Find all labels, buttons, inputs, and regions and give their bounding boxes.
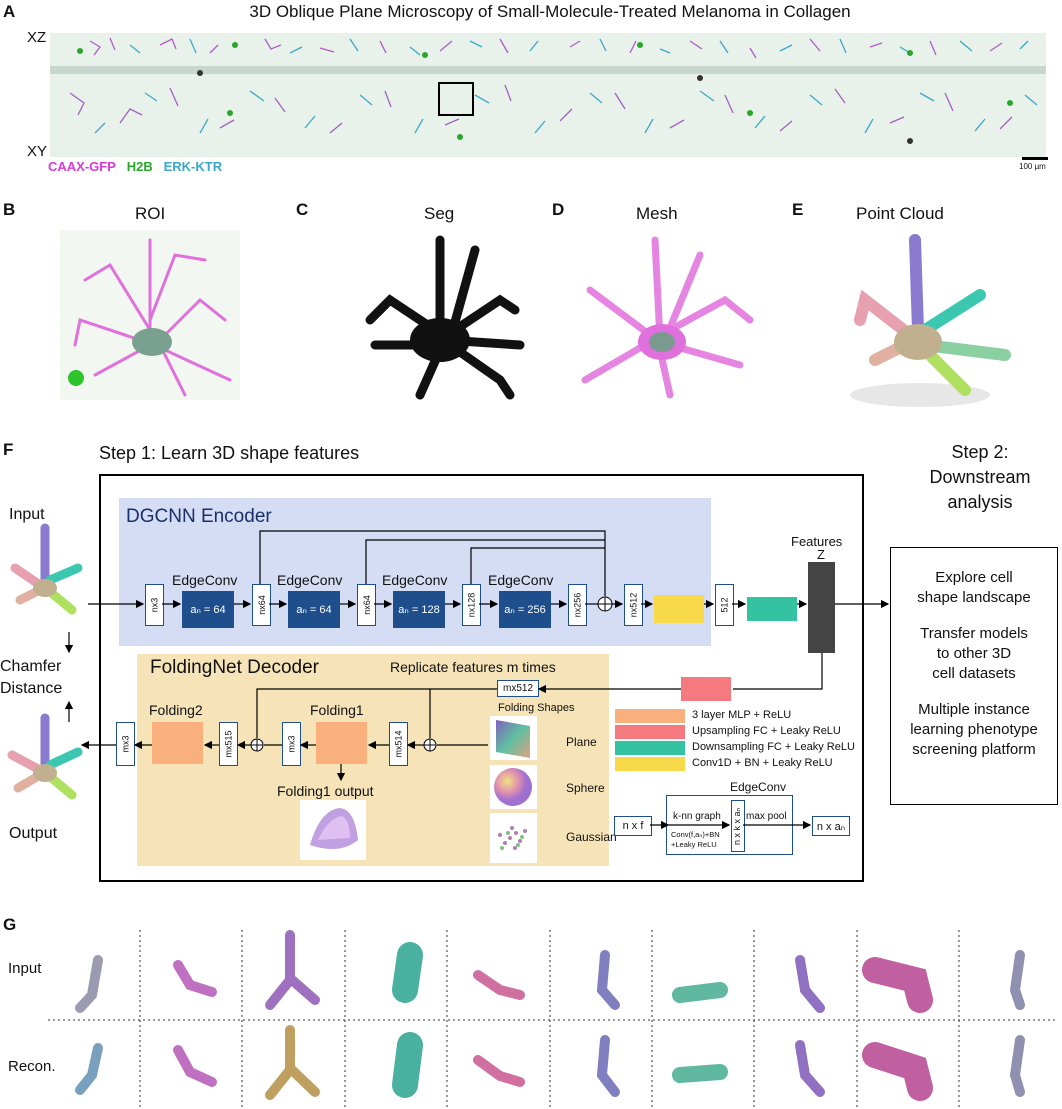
dim-nx64-b: nx64 [357,584,376,626]
conv-line-1: Conv(f,aₙ)+BN [671,830,720,839]
legend-text-mlp: 3 layer MLP + ReLU [692,709,792,721]
roi-box [438,82,474,116]
dim-nx64-a: nx64 [252,584,271,626]
microscopy-cells [69,37,1038,144]
channel-erk: ERK-KTR [163,159,223,174]
dim-mx512: mx512 [497,680,539,697]
maxpool-label: max pool [746,811,787,822]
dim-mx3-a: mx3 [282,722,301,766]
panel-f-label: F [3,440,14,459]
xy-label: XY [27,143,48,160]
panel-b-title: ROI [135,204,166,223]
replicate-label: Replicate features m times [390,659,556,675]
panel-a-title: 3D Oblique Plane Microscopy of Small-Mol… [249,2,851,21]
folding1-label: Folding1 [310,702,364,718]
dim-nx3: nx3 [145,584,164,626]
legend-swatch-upsample [615,725,685,739]
folding2-label: Folding2 [149,702,203,718]
knn-label: k-nn graph [673,811,721,822]
panel-a-label: A [3,2,16,21]
panel-e-label: E [792,200,804,219]
panel-c-label: C [296,200,309,219]
features-label: Features [791,534,843,549]
row-input-label: Input [8,960,42,977]
conv1d-block [654,595,704,623]
nxkxa-box: n x k x aₙ [731,800,745,852]
edgeconv-block-4: aₙ = 256 [499,591,551,628]
chamfer-label: Chamfer Distance [0,658,63,697]
folding-shapes-label: Folding Shapes [498,702,575,714]
legend-swatch-conv1d [615,757,685,771]
edgeconv-block-3: aₙ = 128 [393,591,445,628]
plane-label: Plane [566,735,597,749]
point-cloud-cell [854,234,1011,396]
dim-mx515: mx515 [219,722,238,766]
upsample-block [681,677,731,701]
dim-mx3-b: mx3 [116,722,135,766]
input-label: Input [9,506,45,523]
gaussian-shape-image [490,813,537,863]
edgeconv-label-3: EdgeConv [382,572,448,588]
scale-bar [1022,157,1048,160]
sphere-label: Sphere [566,781,605,795]
row-recon-label: Recon. [8,1058,56,1075]
folding1-output-label: Folding1 output [277,783,374,799]
conv-line-2: +Leaky ReLU [671,840,717,849]
xz-xy-divider [50,66,1046,74]
scale-bar-label: 100 µm [1019,162,1046,171]
decoder-title: FoldingNet Decoder [150,657,319,678]
features-z-block [808,562,835,653]
mesh-cell [581,236,754,399]
z-label: Z [817,547,825,562]
legend-text-upsample: Upsampling FC + Leaky ReLU [692,725,841,737]
legend-text-conv1d: Conv1D + BN + Leaky ReLU [692,757,833,769]
legend-text-downsample: Downsampling FC + Leaky ReLU [692,741,855,753]
seg-cell [365,235,525,400]
legend-swatch-downsample [615,741,685,755]
panel-d-title: Mesh [636,204,678,223]
edgeconv-block-2: aₙ = 64 [288,591,340,628]
plane-shape-image [490,716,537,760]
downsample-block [747,597,797,621]
step1-title: Step 1: Learn 3D shape features [99,443,360,463]
edgeconv-label-2: EdgeConv [277,572,343,588]
sphere-shape-image [490,765,537,809]
edgeconv-label-1: EdgeConv [172,572,238,588]
edgeconv-block-1: aₙ = 64 [182,591,234,628]
encoder-title: DGCNN Encoder [126,506,272,527]
folding1-output-image [300,800,366,860]
dim-nx128: nx128 [462,584,481,626]
dim-mx514: mx514 [389,722,408,766]
legend-swatch-mlp [615,709,685,723]
nxf-box: n x f [614,816,652,836]
panel-e-title: Point Cloud [856,204,944,223]
output-label: Output [9,825,58,842]
xz-label: XZ [27,29,47,46]
roi-cell [73,238,232,397]
panel-g-label: G [3,915,17,934]
channel-caax: CAAX-GFP [48,159,116,174]
channel-h2b: H2B [126,159,153,174]
dim-nx256: nx256 [568,584,587,626]
microscopy-strip [50,33,1046,157]
panel-c-title: Seg [424,204,455,223]
folding1-block [316,722,367,764]
dim-nx512: nx512 [624,584,643,626]
nxa-box: n x aₙ [812,816,850,836]
dim-512: 512 [715,584,734,626]
channel-legend: CAAX-GFP H2B ERK-KTR [48,159,222,174]
gaussian-label: Gaussian [566,830,617,844]
folding2-block [152,722,203,764]
panel-b-label: B [3,200,16,219]
panel-d-label: D [552,200,565,219]
step2-title: Step 2: Downstream analysis [929,442,1031,512]
edgeconv-detail-title: EdgeConv [730,780,787,794]
edgeconv-label-4: EdgeConv [488,572,554,588]
